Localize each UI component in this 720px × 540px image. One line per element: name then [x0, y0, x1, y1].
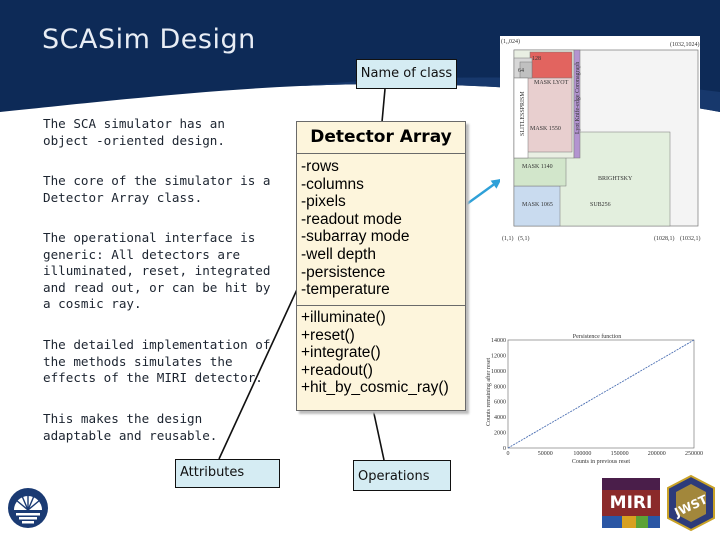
x-tick-label: 250000 [685, 451, 703, 457]
region-mask-lyot: MASK LYOT [534, 80, 569, 86]
attributes-connector [218, 282, 301, 460]
region-mask-1140: MASK 1140 [522, 164, 553, 170]
y-tick-label: 14000 [491, 338, 506, 344]
slide-title: SCASim Design [42, 24, 256, 55]
x-tick-label: 0 [507, 451, 510, 457]
attribute-item: -subarray mode [301, 228, 410, 246]
y-tick-label: 2000 [494, 431, 506, 437]
region-sub256: SUB256 [590, 202, 611, 208]
miri-logo-text: MIRI [610, 493, 653, 513]
operation-item: +integrate() [301, 344, 381, 362]
attribute-item: -rows [301, 158, 339, 175]
name-of-class-label: Name of class [356, 59, 457, 89]
x-tick-label: 50000 [538, 451, 553, 457]
attributes-text: Attributes [180, 465, 245, 480]
operation-item: +reset() [301, 326, 355, 344]
y-tick-label: 4000 [494, 415, 506, 421]
y-tick-label: 0 [503, 446, 506, 452]
attribute-item: -columns [301, 175, 364, 193]
attribute-item: -readout mode [301, 210, 402, 228]
region-brightsky: BRIGHTSKY [598, 176, 633, 182]
operations-label: Operations [353, 460, 451, 491]
map-corner-br1: (1028,1) [654, 235, 675, 242]
miri-logo: MIRI [602, 478, 660, 528]
y-tick-label: 8000 [494, 384, 506, 390]
jwst-badge: JWST [667, 474, 715, 532]
map-corner-br2: (1032,1) [680, 235, 701, 242]
x-tick-label: 150000 [611, 451, 629, 457]
bullet-1: The SCA simulator has an object -oriente… [43, 116, 225, 148]
x-tick-label: 200000 [648, 451, 666, 457]
map-corner-bl: (1,1) [502, 235, 514, 242]
uml-class-box: Detector Array -rows -columns -pixels -r… [296, 121, 466, 411]
operation-item: +illuminate() [301, 309, 386, 326]
name-of-class-connector [381, 88, 386, 123]
bullet-2: The core of the simulator is a Detector … [43, 173, 271, 205]
attribute-item: -pixels [301, 193, 346, 211]
uml-class-name: Detector Array [297, 122, 465, 154]
x-tick-label: 100000 [573, 451, 591, 457]
detector-map-figure: (1,,024) (1032,1024) 128 64 MASK LYOT SL… [500, 36, 701, 242]
stfc-logo [8, 488, 48, 528]
plot-ylabel: Counts remaining after reset [485, 358, 492, 426]
bullet-3: The operational interface is generic: Al… [43, 230, 271, 311]
attribute-item: -temperature [301, 281, 390, 299]
map-corner-tr: (1032,1024) [670, 41, 700, 48]
y-tick-label: 12000 [491, 353, 506, 359]
y-tick-label: 10000 [491, 369, 506, 375]
uml-operations: +illuminate() +reset() +integrate() +rea… [297, 306, 465, 397]
y-tick-label: 6000 [494, 400, 506, 406]
region-64: 64 [518, 68, 524, 74]
plot-title: Persistence function [573, 333, 622, 340]
region-mask-1065: MASK 1065 [522, 202, 553, 208]
attribute-item: -persistence [301, 263, 386, 281]
region-128: 128 [532, 56, 541, 62]
attributes-label: Attributes [175, 459, 280, 488]
name-of-class-text: Name of class [360, 66, 453, 81]
map-corner-tl: (1,,024) [501, 38, 520, 45]
bullet-5: This makes the design adaptable and reus… [43, 411, 218, 443]
region-mask-1550: MASK 1550 [530, 126, 561, 132]
region-lyot-coronagraph: Lyot Knife-edge Coronagraph [574, 62, 581, 134]
persistence-plot: Persistence function 0 2000 4000 6000 8000 10… [484, 331, 710, 465]
uml-attributes: -rows -columns -pixels -readout mode -su… [297, 154, 465, 306]
plot-xlabel: Counts in previous reset [572, 459, 630, 465]
operation-item: +readout() [301, 361, 373, 379]
map-corner-bm: (5,1) [518, 235, 530, 242]
attribute-item: -well depth [301, 245, 376, 263]
operations-connector [372, 408, 385, 461]
region-slitlessprism: SLITLESSPRISM [520, 91, 526, 136]
operation-item: +hit_by_cosmic_ray() [301, 379, 449, 397]
bullet-4: The detailed implementation of the metho… [43, 337, 271, 385]
operations-text: Operations [358, 469, 430, 484]
